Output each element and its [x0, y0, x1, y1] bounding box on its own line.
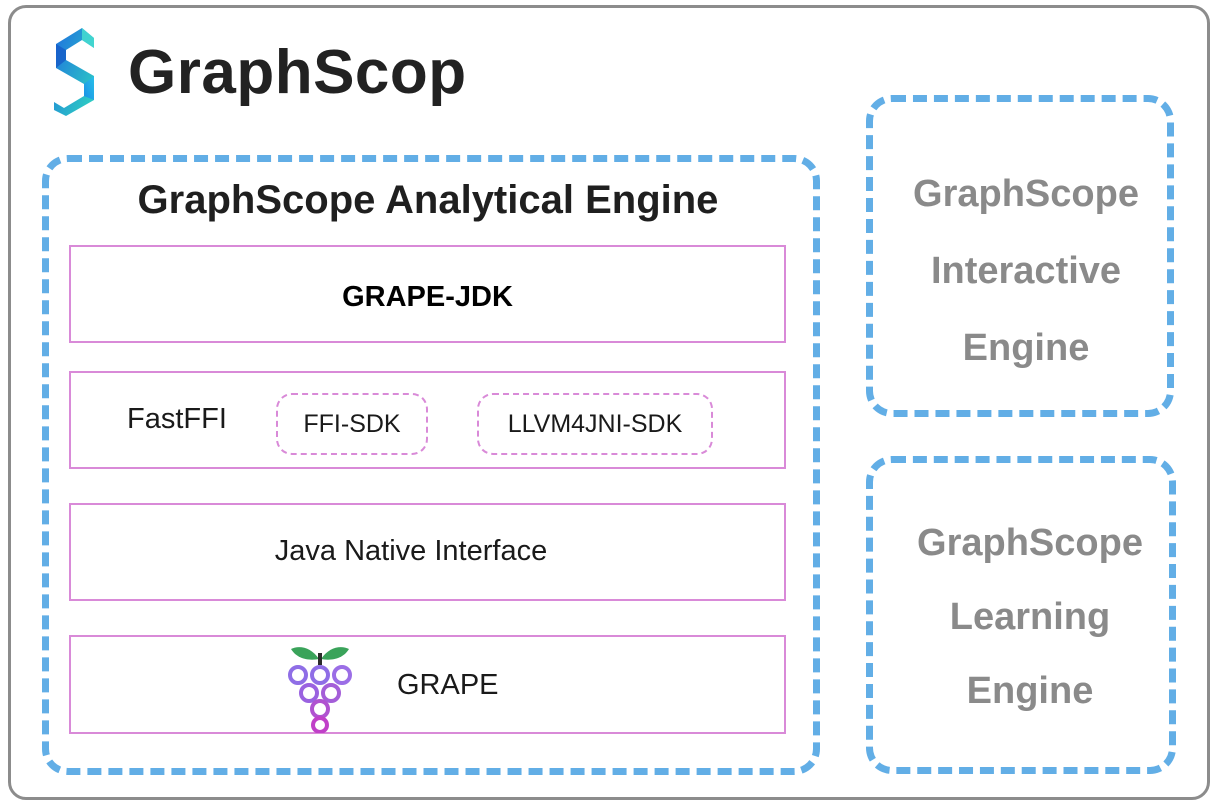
jni-label: Java Native Interface [274, 535, 548, 567]
fastffi-label: FastFFI [127, 403, 227, 435]
learning-engine-box [866, 456, 1176, 774]
layer-grape: GRAPE [69, 635, 786, 734]
layer-java-native-interface: Java Native Interface [69, 503, 786, 601]
interactive-engine-line-2: Interactive [930, 250, 1122, 292]
interactive-engine-title: GraphScope Interactive Engine [876, 156, 1176, 387]
ffi-sdk-pill: FFI-SDK [276, 393, 428, 455]
grape-icon [288, 647, 352, 733]
learning-engine-line-3: Engine [966, 670, 1094, 712]
layer-grape-jdk: GRAPE-JDK [69, 245, 786, 343]
grape-label: GRAPE [397, 669, 499, 701]
interactive-engine-line-1: GraphScope [913, 173, 1139, 215]
graphscope-logo-icon [54, 28, 94, 116]
grape-jdk-label: GRAPE-JDK [342, 281, 513, 313]
analytical-engine-box [42, 155, 820, 775]
interactive-engine-box [866, 95, 1174, 417]
learning-engine-line-2: Learning [949, 596, 1111, 638]
layer-fastffi: FastFFI FFI-SDK LLVM4JNI-SDK [69, 371, 786, 469]
outer-frame [8, 5, 1210, 800]
logo-text: GraphScop [128, 38, 467, 107]
llvm4jni-sdk-pill: LLVM4JNI-SDK [477, 393, 713, 455]
learning-engine-title: GraphScope Learning Engine [880, 506, 1180, 728]
learning-engine-line-1: GraphScope [917, 522, 1143, 564]
interactive-engine-line-3: Engine [962, 327, 1090, 369]
analytical-engine-title: GraphScope Analytical Engine [137, 178, 719, 222]
